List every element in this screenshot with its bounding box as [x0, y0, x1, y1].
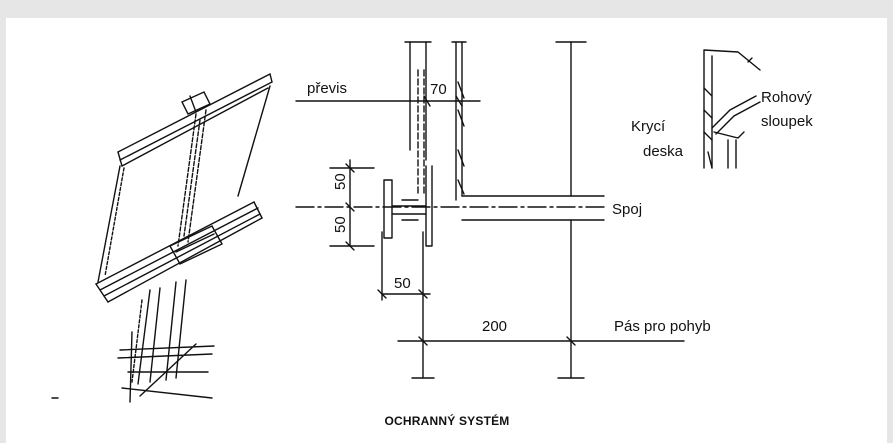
label-previs: převis — [307, 80, 347, 97]
diagram-caption: OCHRANNÝ SYSTÉM — [384, 413, 509, 428]
isometric-sketch — [51, 73, 273, 403]
label-kryci: Krycí — [631, 118, 666, 135]
label-sloupek: sloupek — [761, 113, 813, 130]
label-pas-pro-pohyb: Pás pro pohyb — [614, 318, 711, 335]
corner-detail — [703, 49, 761, 169]
dimension-50-bottom: 50 — [394, 275, 411, 292]
dimension-50-mid: 50 — [332, 216, 349, 233]
label-rohovy: Rohový — [761, 89, 812, 106]
label-deska: deska — [643, 143, 684, 160]
dimension-200: 200 — [482, 318, 507, 335]
cross-section — [295, 41, 685, 379]
dimension-50-top: 50 — [332, 173, 349, 190]
label-spoj: Spoj — [612, 201, 642, 218]
dimension-70: 70 — [430, 81, 447, 98]
